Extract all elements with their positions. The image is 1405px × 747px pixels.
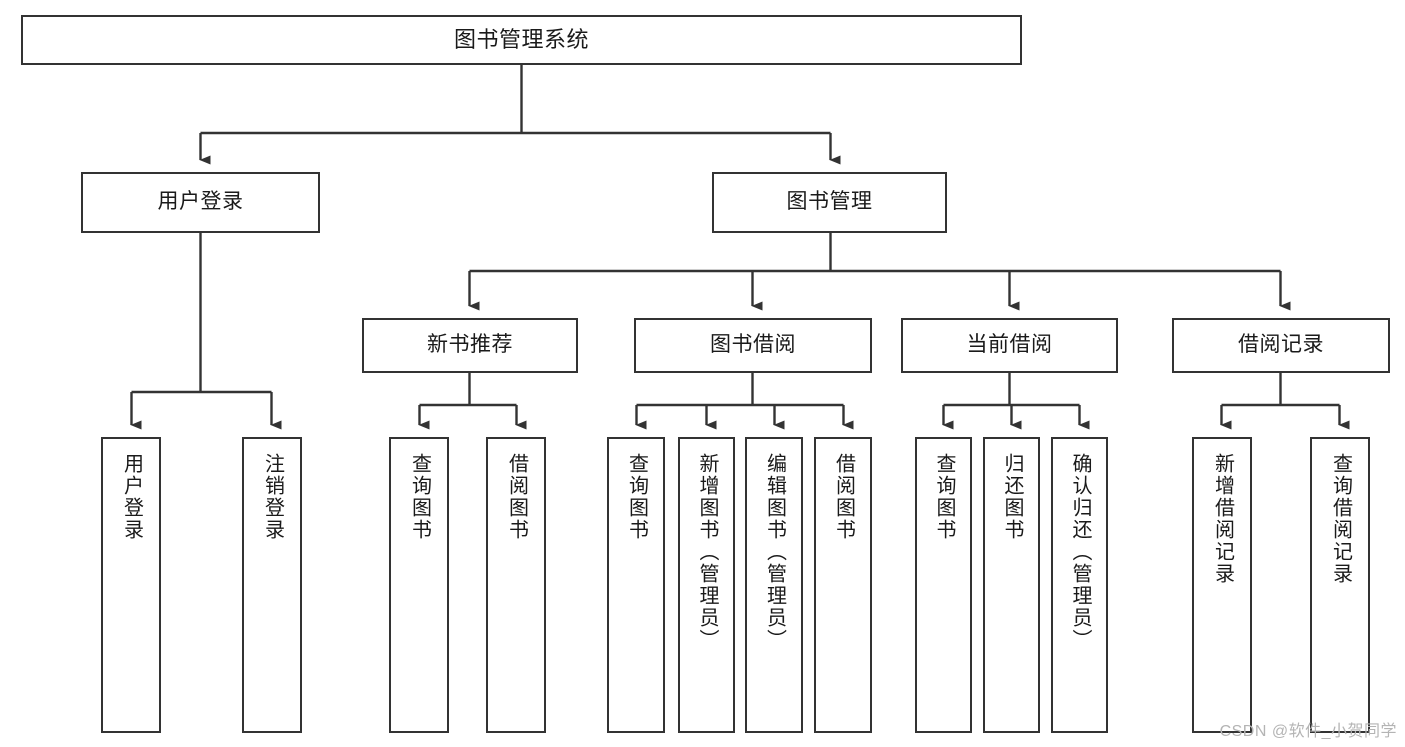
node-leaf-query-book-3-label: 查询图书 <box>933 453 955 541</box>
node-leaf-query-book-2-label: 查询图书 <box>625 453 648 541</box>
node-leaf-user-login[interactable]: 用户登录 <box>101 437 161 733</box>
node-user-login-label: 用户登录 <box>157 190 244 214</box>
node-borrow-record-label: 借阅记录 <box>1238 333 1324 357</box>
node-leaf-confirm-return-label: 确认归还（管理员） <box>1069 453 1091 651</box>
node-root-label: 图书管理系统 <box>453 27 589 53</box>
connector-group-borrow-record <box>1220 373 1350 430</box>
node-user-login[interactable]: 用户登录 <box>81 172 320 233</box>
node-leaf-edit-book[interactable]: 编辑图书（管理员） <box>745 437 803 733</box>
connector-group-new-book-rec <box>418 373 527 430</box>
node-leaf-query-book-2[interactable]: 查询图书 <box>607 437 665 733</box>
node-leaf-edit-book-label: 编辑图书（管理员） <box>763 453 786 651</box>
connector-group-user-login <box>130 233 282 430</box>
node-new-book-rec-label: 新书推荐 <box>427 333 513 357</box>
node-current-borrow[interactable]: 当前借阅 <box>901 318 1118 373</box>
node-leaf-borrow-book-1-label: 借阅图书 <box>505 453 528 541</box>
node-book-borrow-label: 图书借阅 <box>710 333 796 357</box>
node-leaf-add-book[interactable]: 新增图书（管理员） <box>678 437 735 733</box>
node-book-manage[interactable]: 图书管理 <box>712 172 947 233</box>
connector-group-current-borrow <box>942 373 1090 430</box>
node-leaf-logout[interactable]: 注销登录 <box>242 437 302 733</box>
node-leaf-query-record[interactable]: 查询借阅记录 <box>1310 437 1370 733</box>
node-leaf-borrow-book-1[interactable]: 借阅图书 <box>486 437 546 733</box>
node-leaf-return-book-label: 归还图书 <box>1001 453 1023 541</box>
node-leaf-confirm-return[interactable]: 确认归还（管理员） <box>1051 437 1108 733</box>
node-leaf-query-book-3[interactable]: 查询图书 <box>915 437 972 733</box>
node-new-book-rec[interactable]: 新书推荐 <box>362 318 578 373</box>
node-leaf-add-record-label: 新增借阅记录 <box>1211 453 1234 585</box>
node-leaf-query-book-1[interactable]: 查询图书 <box>389 437 449 733</box>
node-current-borrow-label: 当前借阅 <box>966 333 1053 357</box>
node-leaf-query-book-1-label: 查询图书 <box>408 453 431 541</box>
node-borrow-record[interactable]: 借阅记录 <box>1172 318 1390 373</box>
node-leaf-return-book[interactable]: 归还图书 <box>983 437 1040 733</box>
node-leaf-user-login-label: 用户登录 <box>120 453 143 541</box>
node-leaf-borrow-book-2[interactable]: 借阅图书 <box>814 437 872 733</box>
connector-group-book-borrow <box>635 373 854 430</box>
node-leaf-add-book-label: 新增图书（管理员） <box>696 453 718 651</box>
node-book-manage-label: 图书管理 <box>786 190 873 214</box>
node-leaf-add-record[interactable]: 新增借阅记录 <box>1192 437 1252 733</box>
connector-group-book-manage <box>468 233 1291 311</box>
node-book-borrow[interactable]: 图书借阅 <box>634 318 872 373</box>
node-leaf-logout-label: 注销登录 <box>261 453 284 541</box>
node-root[interactable]: 图书管理系统 <box>21 15 1022 65</box>
connector-group-root <box>199 65 841 165</box>
node-leaf-query-record-label: 查询借阅记录 <box>1329 453 1352 585</box>
node-leaf-borrow-book-2-label: 借阅图书 <box>832 453 855 541</box>
